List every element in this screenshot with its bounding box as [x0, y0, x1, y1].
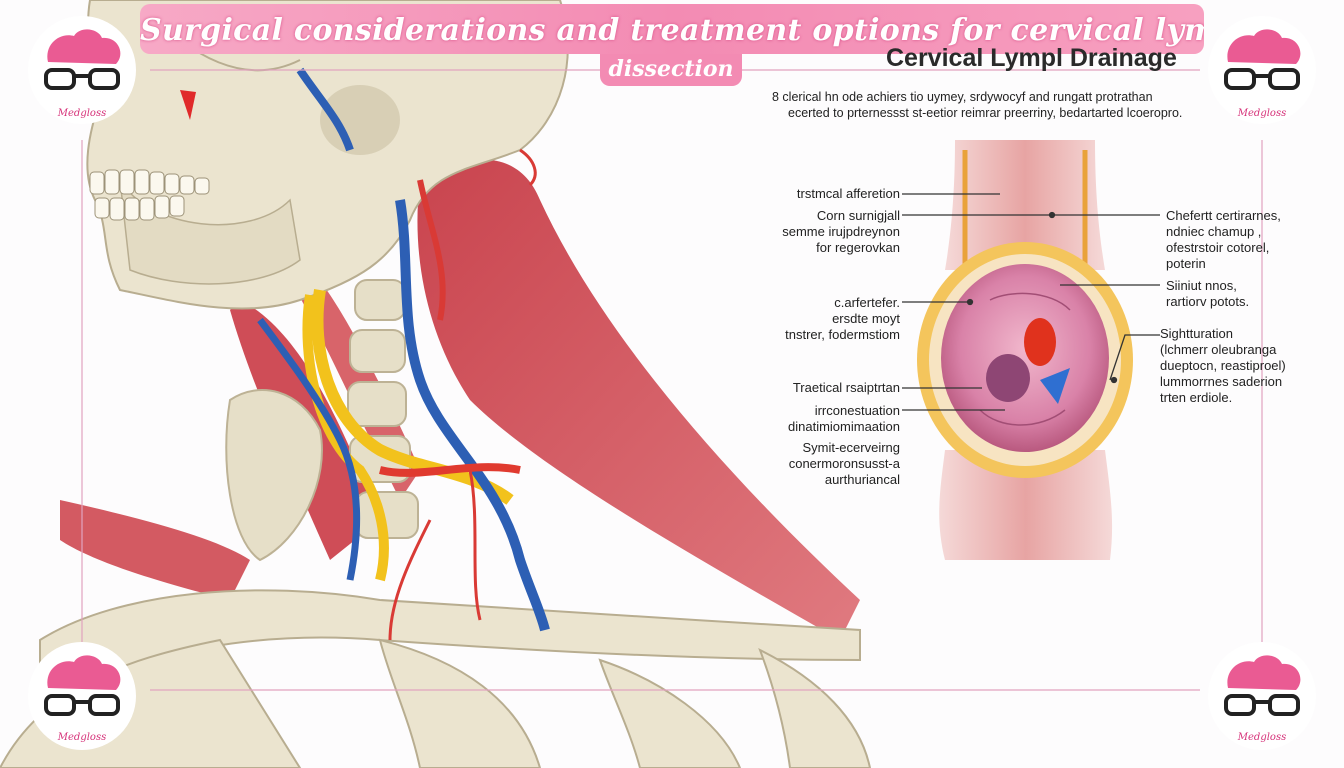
brain-glasses-logo-icon: [28, 16, 136, 124]
callout-label-line: trten erdiole.: [1160, 390, 1233, 405]
neck-vessels: [257, 148, 550, 641]
callout-label-line: irrconestuation: [814, 403, 900, 418]
skull: [86, 0, 569, 310]
callout-label-line: Symit-ecerveirng: [802, 440, 900, 455]
callout-lines: [902, 193, 1160, 411]
callout-label-right: Chefertt certirarnes,ndniec chamup ,ofes…: [1166, 208, 1281, 272]
callout-label-line: rartiorv potots.: [1166, 294, 1250, 309]
clavicle-and-ribs: [0, 589, 872, 768]
brain-glasses-logo-icon: [28, 642, 136, 750]
callout-label-line: aurthuriancal: [824, 472, 900, 487]
brand-name: Medgloss: [57, 732, 107, 743]
callout-label-line: ersdte moyt: [832, 311, 900, 326]
brain-glasses-logo-icon: [1208, 16, 1316, 124]
callout-label-line: lummorrnes saderion: [1160, 374, 1283, 389]
page-title-continued: dissection: [608, 56, 734, 82]
callout-label-line: Sightturation: [1160, 326, 1233, 341]
page-title: Surgical considerations and treatment op…: [140, 13, 1204, 48]
diagram-heading: Cervical Lympl Drainage: [886, 44, 1177, 72]
callout-label-line: semme irujpdreynon: [782, 224, 900, 239]
callout-label-line: Traetical rsaiptrtan: [792, 380, 900, 395]
callout-label-line: Chefertt certirarnes,: [1166, 208, 1281, 223]
callout-label-line: c.arfertefer.: [834, 295, 900, 310]
callout-label-left: Traetical rsaiptrtan: [793, 380, 900, 396]
teeth: [89, 169, 210, 221]
brain-glasses-logo-icon: [1208, 642, 1316, 750]
title-banner-tail: [600, 54, 742, 86]
callout-label-line: dinatimiomimaation: [788, 419, 900, 434]
subtitle-line-2: ecerted to prternessst st-eetior reimrar…: [788, 106, 1183, 120]
subtitle-line-1: 8 clerical hn ode achiers tio uymey, srd…: [772, 90, 1153, 104]
callout-label-line: dueptocn, reastiproel): [1160, 358, 1286, 373]
callout-label-line: ofestrstoir cotorel,: [1166, 240, 1270, 255]
callout-label-right: Siiniut nnos,rartiorv potots.: [1166, 278, 1249, 310]
callout-label-line: ndniec chamup ,: [1166, 224, 1262, 239]
callout-label-line: Siiniut nnos,: [1166, 278, 1237, 293]
callout-label-line: conermoronsusst-a: [788, 456, 900, 471]
title-banner: [140, 4, 1204, 54]
brand-name: Medgloss: [1237, 108, 1287, 119]
callout-label-line: Corn surnigjall: [816, 208, 900, 223]
brand-name: Medgloss: [1237, 732, 1287, 743]
callout-label-line: tnstrer, fodermstiom: [785, 327, 900, 342]
callout-label-left: trstmcal afferetion: [797, 186, 900, 202]
callout-label-line: for regerovkan: [816, 240, 900, 255]
callout-label-line: trstmcal afferetion: [796, 186, 900, 201]
lymph-node-detail: [917, 140, 1133, 560]
callout-label-line: (lchmerr oleubranga: [1160, 342, 1277, 357]
callout-label-line: poterin: [1166, 256, 1206, 271]
brand-name: Medgloss: [57, 108, 107, 119]
